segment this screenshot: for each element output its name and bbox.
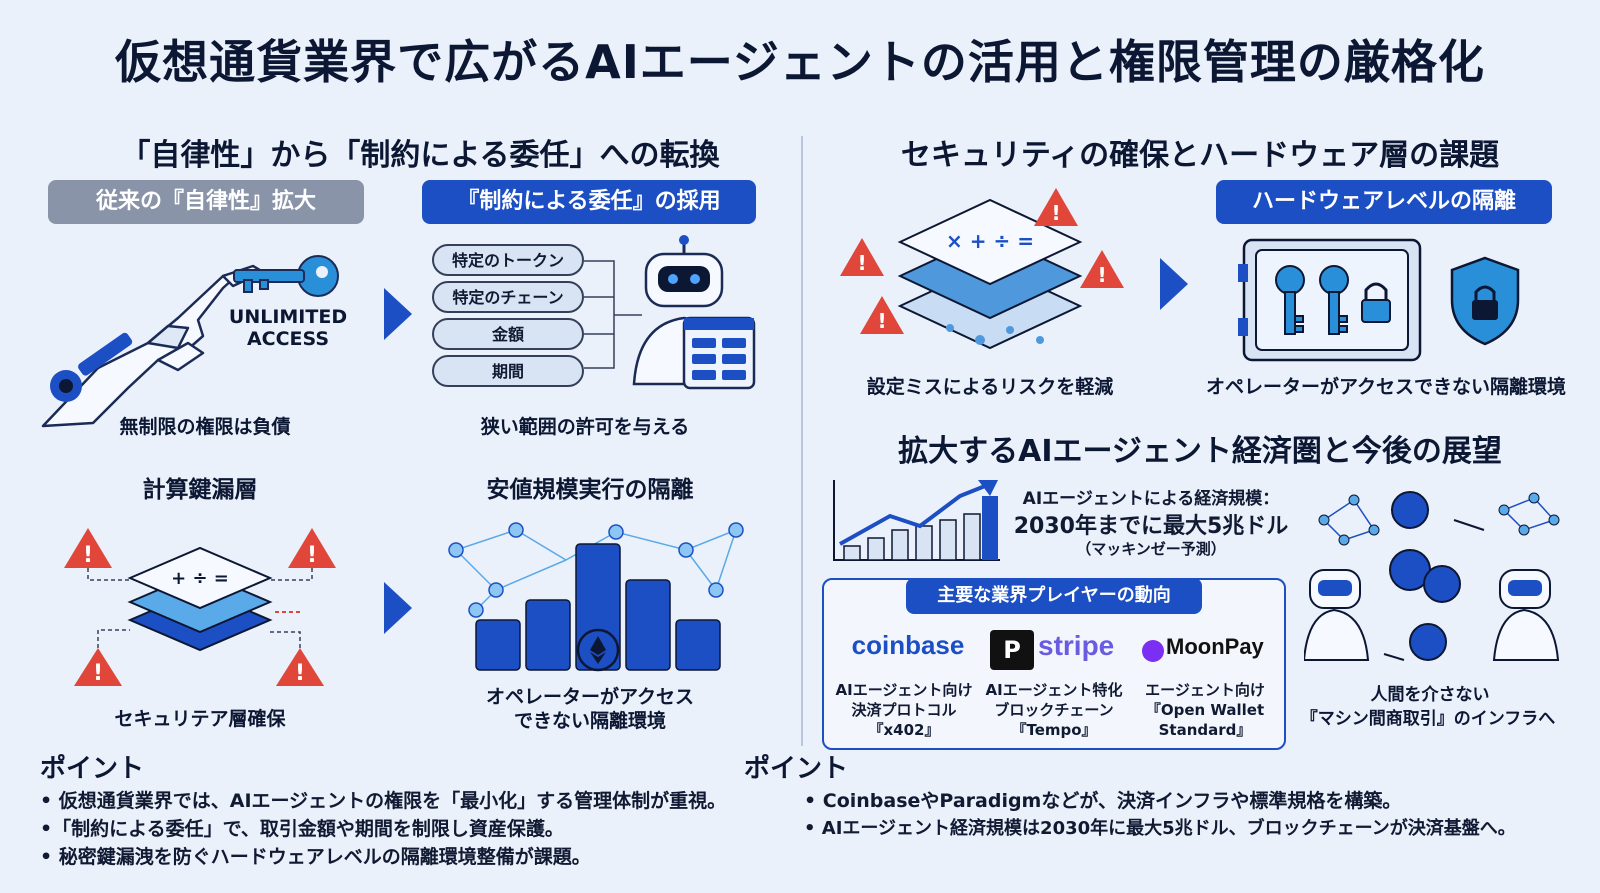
unlimited-access-text: UNLIMITED ACCESS: [228, 306, 348, 350]
subheading-key-leak-layer: 計算鍵漏層: [142, 477, 258, 503]
svg-text:!: !: [83, 543, 93, 568]
warning-icon: !: [74, 648, 122, 686]
caption-narrow-permission: 狭い範囲の許可を与える: [480, 416, 690, 438]
arrow-right-icon: [384, 288, 412, 340]
arrow-right-icon-2: [384, 582, 412, 634]
old-autonomy-label: 従来の『自律性』拡大: [48, 180, 364, 224]
svg-text:!: !: [877, 309, 886, 333]
svg-text:!: !: [1097, 263, 1106, 287]
svg-text:!: !: [93, 661, 103, 686]
bar-chart-icon: [833, 480, 1000, 561]
point-left-3: • 秘密鍵漏洩を防ぐハードウェアレベルの隔離環境整備が課題。: [40, 846, 591, 868]
network-icon: [1304, 491, 1560, 661]
warning-icon: !: [1034, 188, 1078, 226]
coinbase-line-3: 『x402』: [868, 721, 940, 739]
robot-icon: [632, 235, 756, 390]
scale-line-1: AIエージェントによる経済規模：: [1022, 489, 1280, 509]
tag-token: 特定のトークン: [432, 244, 584, 276]
svg-text:!: !: [857, 251, 866, 275]
point-left-2: •「制約による委任」で、取引金額や期間を制限し資産保護。: [40, 818, 564, 840]
tag-period: 期間: [432, 355, 584, 387]
moonpay-line-1: エージェント向け: [1145, 681, 1265, 699]
coins-icon: [448, 522, 744, 672]
industry-players-label: 主要な業界プレイヤーの動向: [906, 578, 1202, 614]
tag-chain: 特定のチェーン: [432, 281, 584, 313]
stripe-line-3: 『Tempo』: [1011, 721, 1097, 739]
machine-commerce-1: 人間を介さない: [1370, 685, 1490, 705]
arrow-right-icon-3: [1160, 258, 1188, 310]
warning-icon: !: [288, 528, 336, 568]
layers-icon: ! ! ! ! + ÷ =: [64, 528, 336, 686]
coinbase-line-2: 決済プロトコル: [851, 701, 957, 719]
points-heading-right: ポイント: [744, 754, 849, 784]
tempo-logo-icon: P: [990, 630, 1034, 670]
warning-icon: !: [860, 296, 904, 334]
tag-connector-lines: [584, 260, 642, 369]
caption-hw-isolated-env: オペレーターがアクセスできない隔離環境: [1205, 376, 1567, 398]
page-title: 仮想通貨業界で広がるAIエージェントの活用と権限管理の厳格化: [115, 35, 1485, 89]
point-right-2: • AIエージェント経済規模は2030年に最大5兆ドル、ブロックチェーンが決済基…: [804, 818, 1516, 839]
warning-icon: !: [276, 648, 324, 686]
coinbase-line-1: AIエージェント向け: [835, 681, 973, 699]
ecosystem-heading: 拡大するAIエージェント経済圏と今後の展望: [898, 434, 1502, 469]
moonpay-logo-icon: [1142, 640, 1164, 662]
stripe-line-2: ブロックチェーン: [994, 701, 1114, 719]
key-icon: [233, 255, 339, 297]
stripe-line-1: AIエージェント特化: [985, 681, 1123, 699]
svg-text:!: !: [295, 661, 305, 686]
section-divider: [801, 136, 803, 746]
scale-line-3: （マッキンゼー予測）: [1076, 540, 1226, 558]
svg-text:+ ÷ =: + ÷ =: [171, 568, 229, 589]
warning-icon: !: [840, 238, 884, 276]
robot-hand-icon: [41, 264, 265, 428]
caption-security-layer: セキュリテア層確保: [114, 708, 286, 730]
right-heading: セキュリティの確保とハードウェア層の課題: [900, 138, 1500, 173]
svg-text:!: !: [1051, 201, 1060, 225]
machine-commerce-2: 『マシン間商取引』のインフラへ: [1300, 709, 1556, 729]
risk-layers-icon: × + ÷ = ! ! ! !: [840, 188, 1124, 350]
stripe-logo: stripe: [1038, 630, 1115, 661]
svg-text:× + ÷ =: × + ÷ =: [946, 229, 1034, 253]
caption-config-risk: 設定ミスによるリスクを軽減: [866, 376, 1114, 398]
robot-icon: [1492, 569, 1560, 661]
subheading-execution-isolation: 安値規模実行の隔離: [486, 477, 694, 503]
tag-amount: 金額: [432, 318, 584, 350]
point-right-1: • CoinbaseやParadigmなどが、決済インフラや標準規格を構築。: [804, 790, 1402, 812]
moonpay-line-3: Standard』: [1158, 721, 1252, 739]
constrained-delegation-label: 『制約による委任』の採用: [422, 180, 756, 224]
warning-icon: !: [64, 528, 112, 568]
moonpay-logo: MoonPay: [1166, 634, 1264, 659]
shield-lock-icon: [1450, 256, 1520, 346]
moonpay-line-2: 『Open Wallet: [1145, 701, 1265, 719]
warning-icon: !: [1080, 250, 1124, 288]
hardware-isolation-label: ハードウェアレベルの隔離: [1216, 180, 1552, 224]
point-left-1: • 仮想通貨業界では、AIエージェントの権限を「最小化」する管理体制が重視。: [40, 790, 727, 812]
caption-isolated-env-2: できない隔離環境: [513, 710, 666, 732]
robot-icon: [1304, 569, 1370, 661]
safe-icon: [1238, 238, 1422, 362]
caption-isolated-env-1: オペレーターがアクセス: [485, 686, 695, 708]
left-heading: 「自律性」から「制約による委任」への転換: [120, 138, 720, 173]
coinbase-logo: coinbase: [851, 630, 965, 660]
scale-line-2: 2030年までに最大5兆ドル: [1013, 514, 1289, 539]
svg-text:!: !: [307, 543, 317, 568]
points-heading-left: ポイント: [40, 754, 145, 784]
caption-unlimited-liability: 無制限の権限は負債: [119, 416, 291, 438]
